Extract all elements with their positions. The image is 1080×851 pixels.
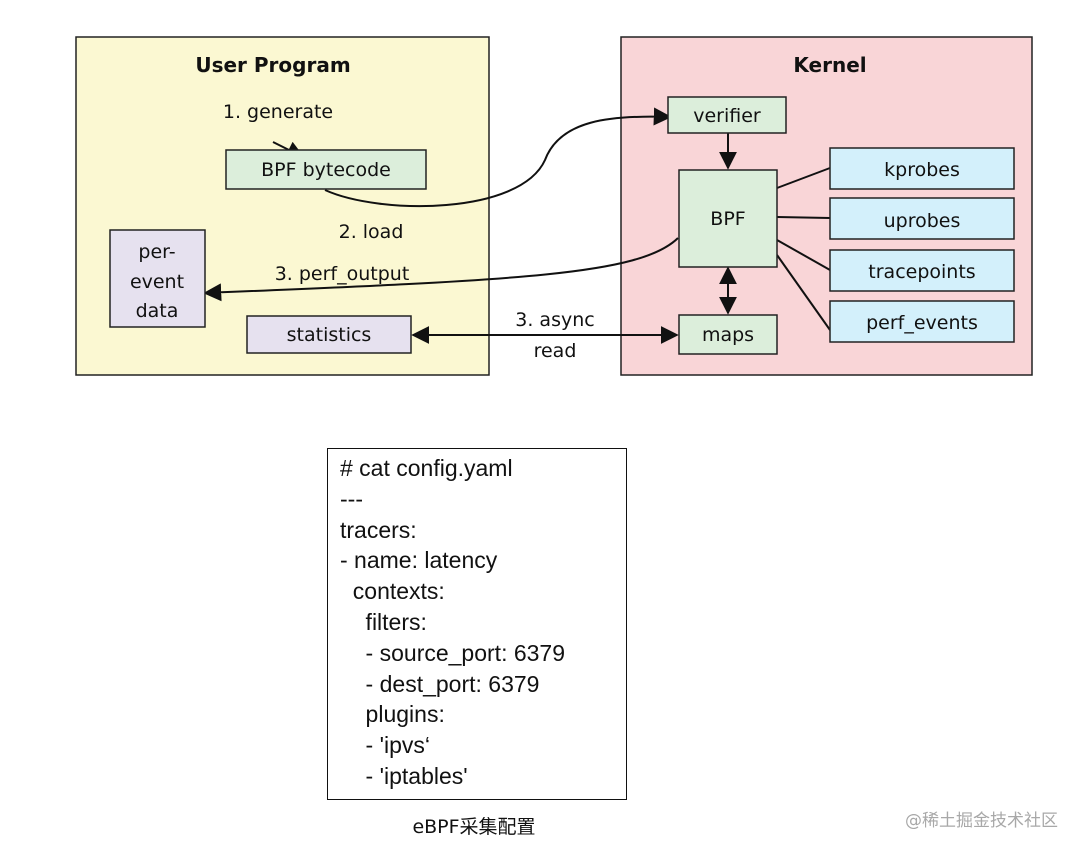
load-label: 2. load xyxy=(339,221,404,243)
maps-node: maps xyxy=(678,314,778,355)
read-label: read xyxy=(534,340,577,362)
tracepoints-label: tracepoints xyxy=(868,261,975,283)
verifier-node: verifier xyxy=(667,96,787,134)
bpf-tracepoints-line xyxy=(776,239,831,271)
perf-output-arrow xyxy=(203,237,679,302)
maps-label: maps xyxy=(702,324,754,346)
statistics-label: statistics xyxy=(287,324,372,346)
bpf-bytecode-label: BPF bytecode xyxy=(261,159,391,181)
config-line: - source_port: 6379 xyxy=(340,639,566,666)
statistics-node: statistics xyxy=(246,315,412,354)
bpf-node: BPF xyxy=(678,169,778,268)
per-event-data-node: per- event data xyxy=(109,229,206,328)
config-line: - 'ipvs‘ xyxy=(340,732,431,759)
config-line: - 'iptables' xyxy=(340,762,468,789)
load-arrow xyxy=(324,107,672,208)
per-event-label-line2: event xyxy=(130,271,184,293)
perf-output-label: 3. perf_output xyxy=(275,263,410,285)
config-line: - name: latency xyxy=(340,547,498,574)
user-program-title: User Program xyxy=(195,53,350,77)
config-yaml-box: # cat config.yaml --- tracers: - name: l… xyxy=(327,448,627,800)
config-line: tracers: xyxy=(340,516,417,543)
watermark: @稀土掘金技术社区 xyxy=(905,811,1058,831)
kprobes-node: kprobes xyxy=(829,147,1015,190)
generate-label: 1. generate xyxy=(223,101,333,123)
ebpf-architecture-diagram: User Program Kernel 1. generate 2. load … xyxy=(75,36,1033,376)
perf-events-label: perf_events xyxy=(866,312,978,334)
config-line: --- xyxy=(340,485,363,512)
config-line: filters: xyxy=(340,608,427,635)
bpf-perf-events-line xyxy=(776,254,831,331)
kprobes-label: kprobes xyxy=(884,159,960,181)
figure-caption: eBPF采集配置 xyxy=(412,816,536,838)
uprobes-node: uprobes xyxy=(829,197,1015,240)
bpf-label: BPF xyxy=(710,208,745,230)
per-event-label-line1: per- xyxy=(138,241,175,263)
kernel-title: Kernel xyxy=(793,53,866,77)
bpf-uprobes-line xyxy=(776,216,831,219)
verifier-label: verifier xyxy=(693,105,761,127)
perf-events-node: perf_events xyxy=(829,300,1015,343)
config-line: contexts: xyxy=(340,578,445,605)
async-label: 3. async xyxy=(515,309,594,331)
config-line: - dest_port: 6379 xyxy=(340,670,540,697)
config-line: # cat config.yaml xyxy=(340,455,513,481)
uprobes-label: uprobes xyxy=(884,210,961,232)
bpf-kprobes-line xyxy=(776,167,831,189)
tracepoints-node: tracepoints xyxy=(829,249,1015,292)
per-event-label-line3: data xyxy=(136,300,179,322)
bpf-bytecode-node: BPF bytecode xyxy=(225,149,427,190)
config-line: plugins: xyxy=(340,701,445,728)
